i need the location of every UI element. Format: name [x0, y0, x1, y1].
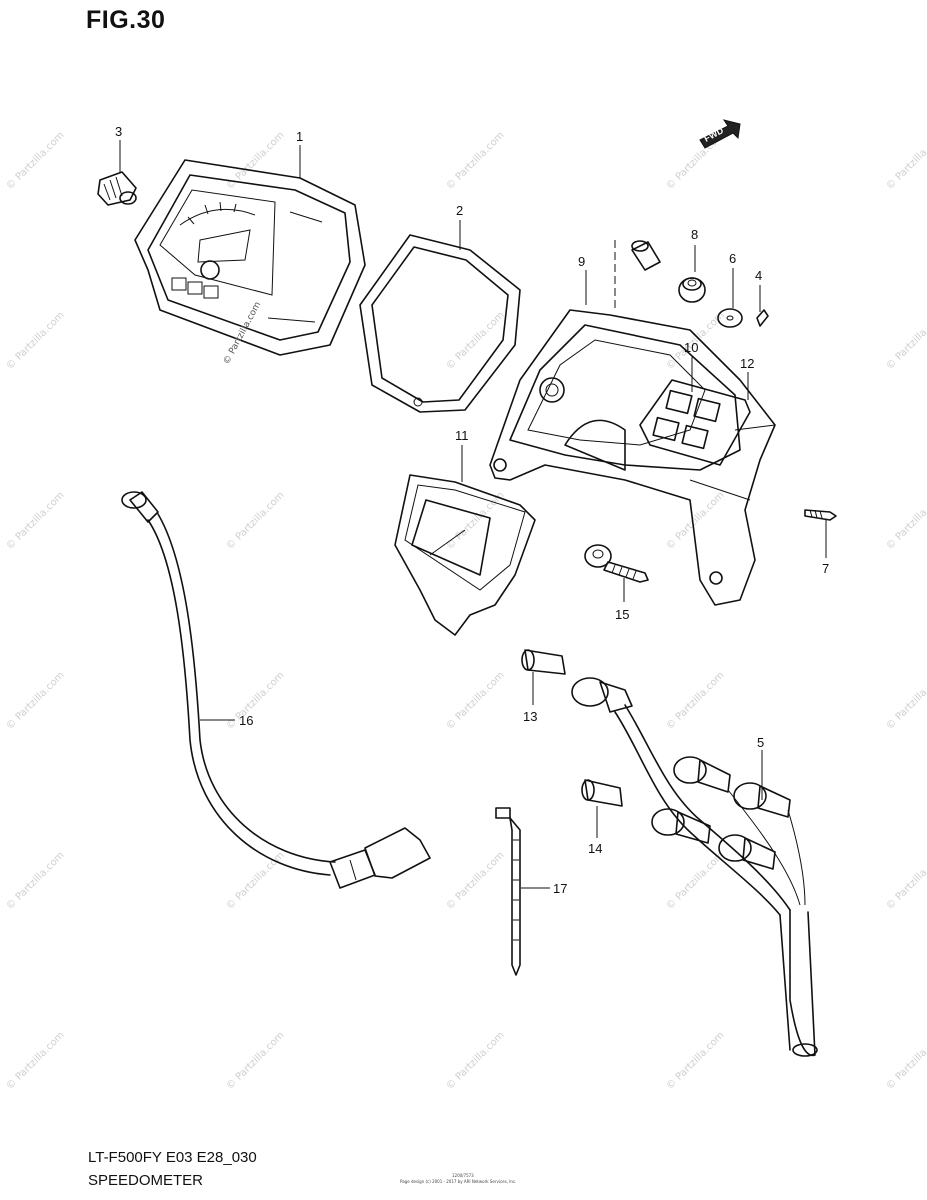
- part-15-bolt[interactable]: [584, 544, 649, 583]
- figure-title: FIG.30: [86, 6, 166, 34]
- part-8-grommet[interactable]: [678, 277, 706, 303]
- watermark-text: © Partzilla.com: [884, 670, 927, 732]
- section-name: SPEEDOMETER: [88, 1172, 204, 1189]
- watermark-text: © Partzilla.com: [4, 670, 66, 732]
- part-9-case[interactable]: [489, 309, 776, 606]
- callout-8: 8: [691, 227, 698, 242]
- watermark-text: © Partzilla.com: [224, 850, 286, 912]
- watermark-text: © Partzilla.com: [664, 670, 726, 732]
- watermark-text: © Partzilla.com: [444, 310, 506, 372]
- watermark-text: © Partzilla.com: [884, 130, 927, 192]
- callout-4: 4: [755, 268, 762, 283]
- page-credit: Page design (c) 2001 - 2017 by ARI Netwo…: [400, 1179, 517, 1184]
- part-5-bulb-socket-harness[interactable]: [571, 677, 818, 1057]
- watermark-text: © Partzilla.com: [224, 130, 286, 192]
- watermark-text: © Partzilla.com: [444, 130, 506, 192]
- watermark-text: © Partzilla.com: [4, 1030, 66, 1092]
- watermark-text: © Partzilla.com: [224, 670, 286, 732]
- callout-14: 14: [588, 841, 602, 856]
- part-7-screw[interactable]: [804, 509, 837, 521]
- callout-12: 12: [740, 356, 754, 371]
- part-4-clip[interactable]: [756, 309, 769, 327]
- watermark-text: © Partzilla.com: [224, 490, 286, 552]
- indicator-bulb[interactable]: [631, 240, 661, 271]
- callout-7: 7: [822, 561, 829, 576]
- callout-13: 13: [523, 709, 537, 724]
- part-3-nut[interactable]: [97, 171, 137, 206]
- callout-1: 1: [296, 129, 303, 144]
- callout-6: 6: [729, 251, 736, 266]
- watermark-layer: © Partzilla.com © Partzilla.com © Partzi…: [4, 130, 927, 1092]
- part-16-speedometer-cable[interactable]: [121, 491, 431, 889]
- part-2-gasket[interactable]: [359, 234, 521, 413]
- watermark-text: © Partzilla.com: [884, 850, 927, 912]
- callout-11: 11: [455, 428, 469, 443]
- callout-17: 17: [553, 881, 567, 896]
- callout-3: 3: [115, 124, 122, 139]
- watermark-text: © Partzilla.com: [444, 850, 506, 912]
- watermark-text: © Partzilla.com: [664, 1030, 726, 1092]
- watermark-text: © Partzilla.com: [444, 490, 506, 552]
- watermark-text: © Partzilla.com: [884, 490, 927, 552]
- watermark-text: © Partzilla.com: [884, 1030, 927, 1092]
- watermark-text: © Partzilla.com: [4, 850, 66, 912]
- inline-watermark: © Partzilla.com: [222, 300, 263, 366]
- callout-16: 16: [239, 713, 253, 728]
- watermark-text: © Partzilla.com: [884, 310, 927, 372]
- callout-10: 10: [684, 340, 698, 355]
- part-1-speedometer-assembly[interactable]: © Partzilla.com: [134, 159, 366, 366]
- part-11-indicator-housing[interactable]: [394, 474, 536, 636]
- watermark-text: © Partzilla.com: [444, 1030, 506, 1092]
- watermark-text: © Partzilla.com: [224, 1030, 286, 1092]
- watermark-text: © Partzilla.com: [664, 850, 726, 912]
- watermark-text: © Partzilla.com: [4, 310, 66, 372]
- watermark-text: © Partzilla.com: [4, 490, 66, 552]
- watermark-text: © Partzilla.com: [4, 130, 66, 192]
- part-6-washer[interactable]: [717, 308, 743, 328]
- callout-2: 2: [456, 203, 463, 218]
- watermark-text: © Partzilla.com: [444, 670, 506, 732]
- model-code: LT-F500FY E03 E28_030: [88, 1149, 257, 1166]
- part-14-bulb[interactable]: [581, 779, 623, 807]
- callout-5: 5: [757, 735, 764, 750]
- callout-9: 9: [578, 254, 585, 269]
- part-13-bulb[interactable]: [521, 649, 566, 675]
- part-12-indicator-panel[interactable]: [639, 379, 751, 466]
- callout-15: 15: [615, 607, 629, 622]
- part-17-cable-tie[interactable]: [495, 807, 521, 976]
- page-code: 1200/7573: [452, 1173, 474, 1178]
